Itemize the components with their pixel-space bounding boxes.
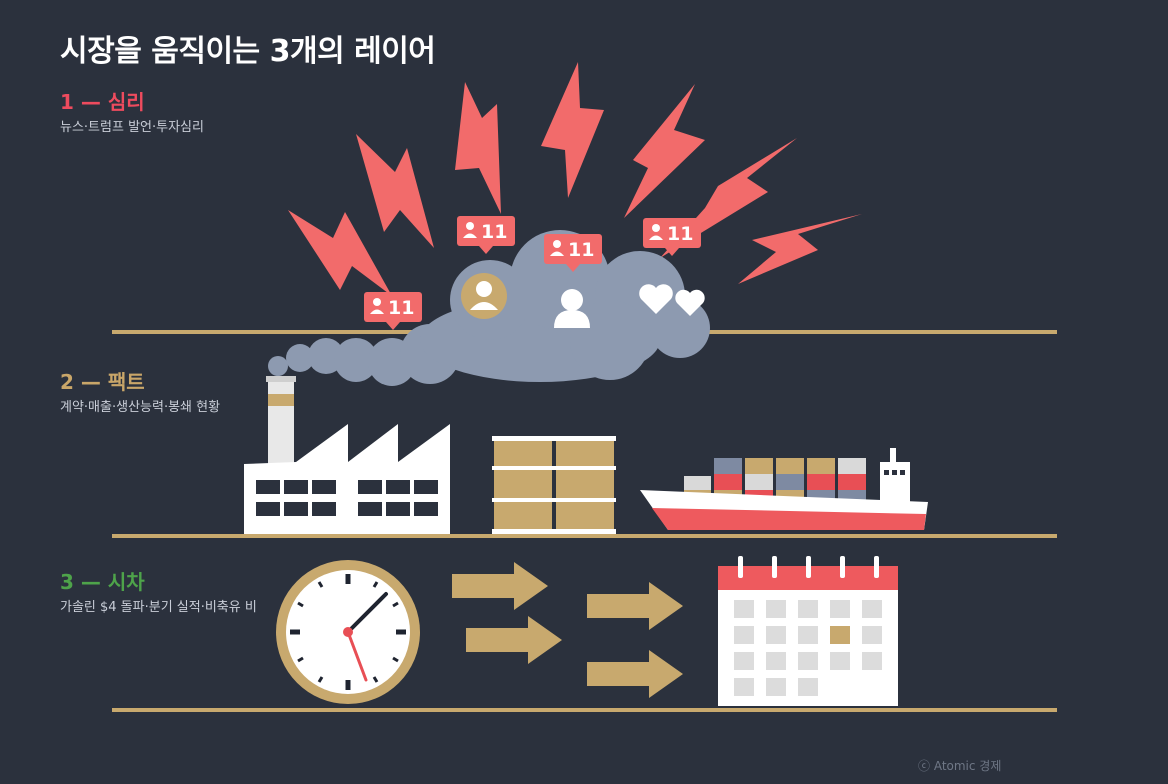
barrel-icon	[554, 436, 616, 534]
cloud-icons	[461, 273, 705, 328]
user-avatar-icon	[461, 273, 507, 319]
lightning-bolt-icon	[288, 210, 392, 296]
heart-icon	[639, 284, 673, 314]
layer-2-title: 2 — 팩트	[60, 370, 145, 394]
user-icon	[554, 289, 590, 328]
layer-3-subtitle: 가솔린 $4 돌파·분기 실적·비축유 비	[60, 600, 257, 615]
oil-barrels-icon	[492, 436, 616, 534]
notification-badge: 11	[457, 216, 515, 254]
lightning-bolts	[288, 62, 862, 296]
notification-count: 11	[568, 239, 594, 261]
clock-second-hand	[346, 630, 368, 682]
factory-icon	[244, 376, 450, 534]
clock-icon	[276, 560, 420, 704]
layer-1-subtitle: 뉴스·트럼프 발언·투자심리	[60, 120, 204, 135]
lightning-bolt-icon	[738, 214, 862, 284]
notification-badge: 11	[544, 234, 602, 272]
notification-badge: 11	[364, 292, 422, 330]
arrow-right-icon	[452, 562, 548, 610]
calendar-icon	[718, 556, 898, 706]
heart-icon	[675, 289, 705, 316]
user-icon	[463, 222, 477, 238]
layer-3-title: 3 — 시차	[60, 570, 145, 594]
user-icon	[550, 240, 564, 256]
clock-minute-hand	[346, 592, 388, 634]
notification-count: 11	[667, 223, 693, 245]
notification-badge: 11	[643, 218, 701, 256]
credit-text: ⓒ Atomic 경제	[918, 759, 1002, 773]
cargo-ship-icon	[640, 448, 928, 530]
arrow-right-icon	[587, 650, 683, 698]
lightning-bolt-icon	[455, 82, 501, 214]
calendar-highlight-day	[830, 626, 850, 644]
layer-2-subtitle: 계약·매출·생산능력·봉쇄 현황	[60, 400, 221, 415]
lightning-bolt-icon	[541, 62, 604, 198]
page-title: 시장을 움직이는 3개의 레이어	[60, 34, 436, 69]
lightning-bolt-icon	[356, 134, 434, 248]
arrows	[452, 562, 683, 698]
layer-1-title: 1 — 심리	[60, 90, 145, 114]
notification-count: 11	[388, 297, 414, 319]
user-icon	[649, 224, 663, 240]
lightning-bolt-icon	[624, 84, 705, 218]
barrel-icon	[492, 436, 554, 534]
arrow-right-icon	[587, 582, 683, 630]
user-icon	[370, 298, 384, 314]
notification-count: 11	[481, 221, 507, 243]
arrow-right-icon	[466, 616, 562, 664]
